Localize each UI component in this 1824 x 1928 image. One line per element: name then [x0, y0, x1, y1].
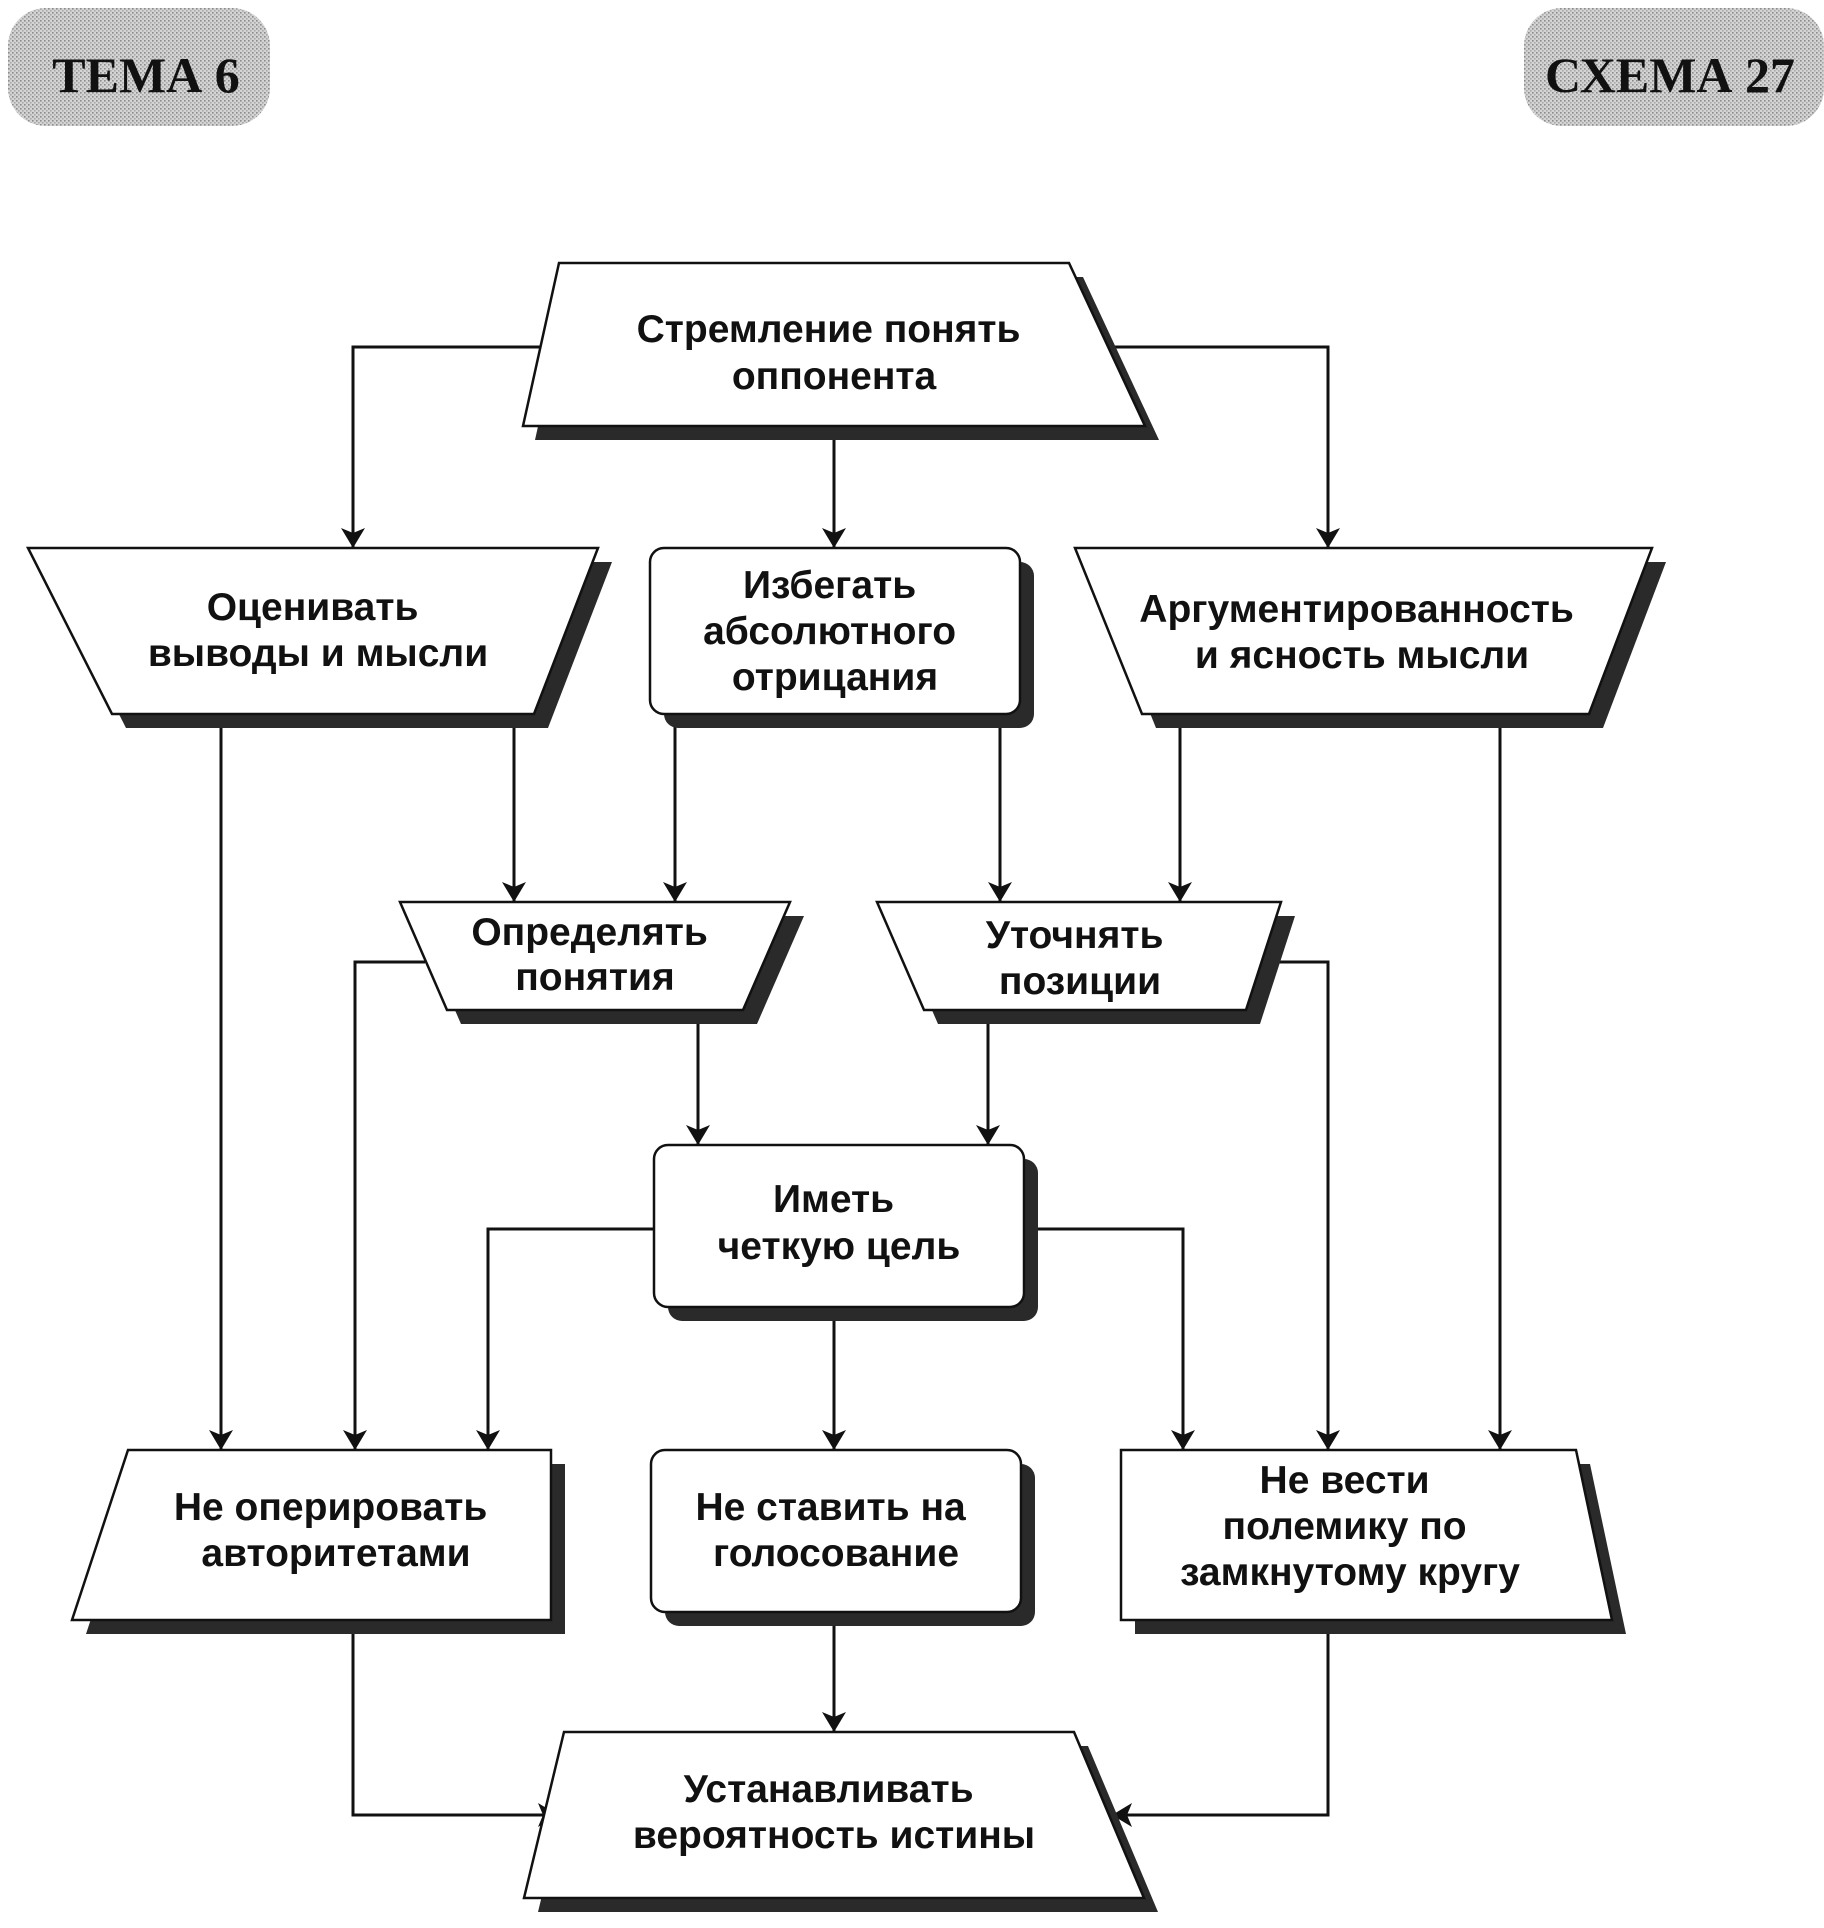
edge-nocircular-truth	[1112, 1620, 1330, 1827]
svg-text:Аргументированность и яс: Аргументированность и ясность мысли	[1139, 588, 1584, 677]
scheme-badge-label: СХЕМА 27	[1545, 47, 1795, 103]
node-argumentation: Аргументированность и ясность мысли	[1073, 546, 1666, 728]
node-nocircular-line-3: замкнутому кругу	[1180, 1551, 1520, 1594]
node-no-authority: Не оперировать авторитетами	[70, 1448, 565, 1634]
svg-text:Не оперировать авторитет: Не оперировать авторитетами	[174, 1486, 498, 1575]
edge-top-evaluate	[341, 345, 555, 548]
edge-goal-nocircular	[1020, 1227, 1195, 1450]
node-no-vote: Не ставить на голосование	[649, 1448, 1035, 1626]
node-define-line-1: Определять	[471, 911, 707, 954]
svg-text:Не ставить на голосовани: Не ставить на голосование	[695, 1486, 976, 1575]
node-clarify-line-1: Уточнять	[986, 914, 1164, 957]
node-novote-line-2: голосование	[713, 1532, 959, 1575]
node-top-line-2: оппонента	[732, 355, 937, 398]
node-evaluate: Оценивать выводы и мысли	[25, 546, 612, 728]
svg-text:Стремление понять оппоне: Стремление понять оппонента	[637, 308, 1032, 398]
node-argumentation-line-2: и ясность мысли	[1195, 634, 1529, 677]
node-noauthority-line-2: авторитетами	[201, 1532, 470, 1575]
node-evaluate-line-1: Оценивать	[207, 586, 419, 629]
scheme-badge: СХЕМА 27	[1524, 8, 1824, 126]
svg-text:Уточнять позиции: Уточнять позиции	[986, 914, 1175, 1003]
node-nocircular-line-1: Не вести	[1260, 1459, 1430, 1502]
node-truth: Устанавливать вероятность истины	[522, 1730, 1158, 1912]
node-clear-goal: Иметь четкую цель	[652, 1143, 1038, 1321]
node-goal-line-2: четкую цель	[718, 1225, 961, 1268]
node-avoid-line-2: абсолютного	[703, 610, 956, 653]
svg-text:Не вести полемику по: Не вести полемику по замкнутому кругу	[1180, 1459, 1520, 1594]
edge-clarify-nocircular	[1265, 960, 1340, 1450]
svg-text:Избегать абсолютного: Избегать абсолютного отрицания	[703, 564, 967, 699]
svg-text:Оценивать выводы и мысли: Оценивать выводы и мысли	[148, 586, 488, 675]
node-clarify-positions: Уточнять позиции	[875, 900, 1295, 1024]
node-goal-line-1: Иметь	[773, 1178, 894, 1221]
topic-badge: ТЕМА 6	[8, 8, 270, 126]
svg-text:Определять понятия: Определять понятия	[471, 911, 718, 999]
node-novote-line-1: Не ставить на	[695, 1486, 966, 1529]
node-clarify-line-2: позиции	[999, 960, 1161, 1003]
node-noauthority-line-1: Не оперировать	[174, 1486, 487, 1529]
node-truth-line-1: Устанавливать	[684, 1768, 974, 1811]
node-define-concepts: Определять понятия	[398, 900, 804, 1024]
edge-define-noauthority	[343, 960, 425, 1450]
node-top: Стремление понять оппонента	[521, 261, 1159, 440]
connectors	[209, 345, 1512, 1827]
edge-top-argumentation	[1115, 345, 1340, 548]
edge-noauthority-truth	[351, 1620, 558, 1827]
svg-text:Устанавливать вероятност: Устанавливать вероятность истины	[633, 1768, 1035, 1857]
node-define-line-2: понятия	[515, 956, 675, 999]
svg-text:Иметь четкую цель: Иметь четкую цель	[718, 1178, 961, 1268]
node-top-line-1: Стремление понять	[637, 308, 1021, 351]
node-avoid-line-3: отрицания	[732, 656, 938, 699]
node-avoid-negation: Избегать абсолютного отрицания	[648, 546, 1034, 728]
node-argumentation-line-1: Аргументированность	[1139, 588, 1574, 631]
node-nocircular-line-2: полемику по	[1223, 1505, 1467, 1548]
topic-badge-label: ТЕМА 6	[52, 47, 240, 103]
edge-goal-noauthority	[476, 1227, 655, 1450]
node-evaluate-line-2: выводы и мысли	[148, 632, 488, 675]
node-avoid-line-1: Избегать	[743, 564, 916, 607]
node-truth-line-2: вероятность истины	[633, 1814, 1035, 1857]
node-no-circular: Не вести полемику по замкнутому кругу	[1119, 1448, 1626, 1634]
